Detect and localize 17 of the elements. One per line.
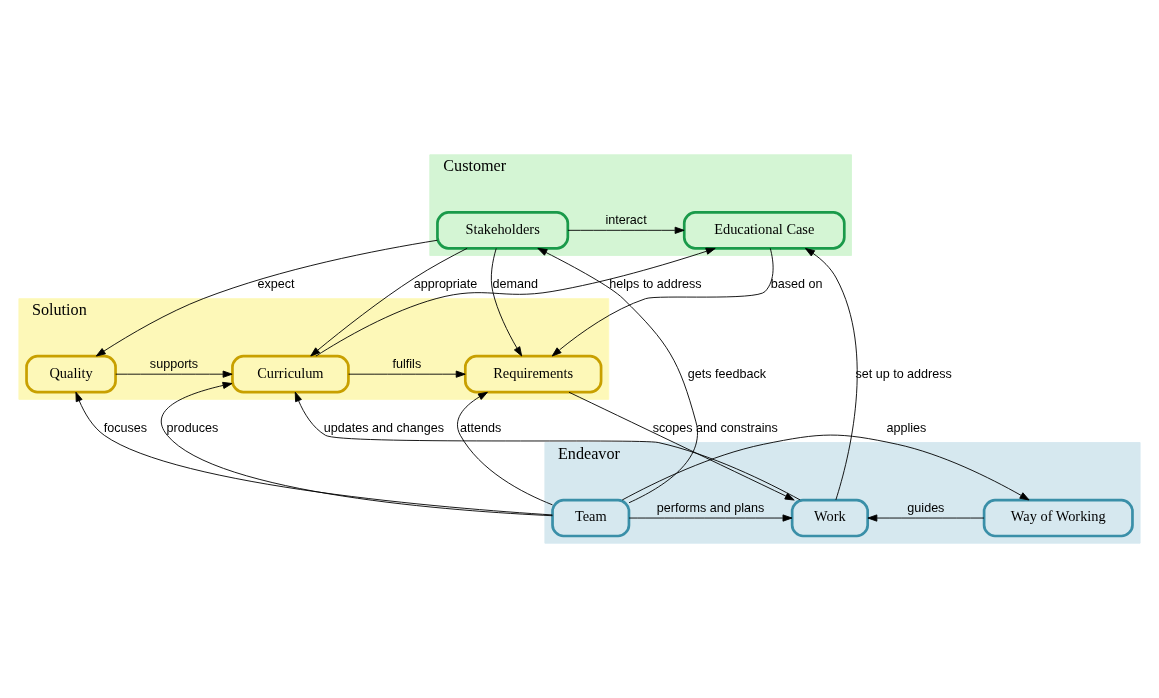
edge-label: based on [770, 277, 823, 292]
edge-label: interact [605, 213, 647, 228]
edge-label: gets feedback [687, 366, 767, 381]
edge-label: expect [257, 277, 295, 292]
edge-label: produces [166, 420, 219, 435]
edge-label: applies [886, 420, 927, 435]
edge-label: supports [149, 357, 199, 372]
edge-label: performs and plans [656, 500, 765, 515]
edge-label: attends [459, 420, 502, 435]
edge-label: updates and changes [323, 420, 445, 435]
edge-label: scopes and constrains [652, 420, 778, 435]
edge-label: demand [492, 277, 538, 292]
edge-label: appropriate [413, 277, 478, 292]
edge-label: helps to address [609, 277, 702, 292]
edge-label: fulfils [392, 357, 422, 372]
edge-label: guides [907, 500, 945, 515]
edge-label: focuses [103, 420, 148, 435]
